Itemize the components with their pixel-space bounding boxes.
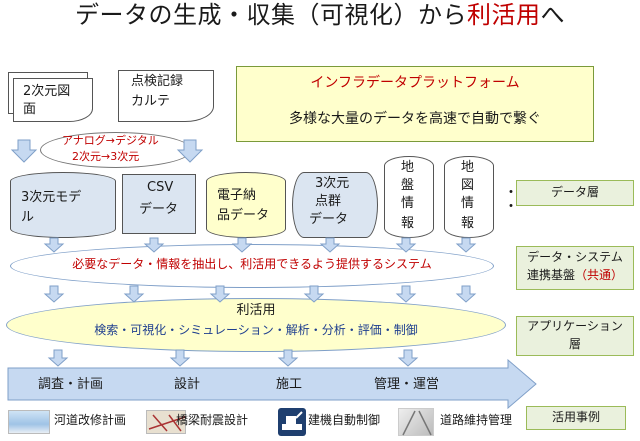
- inspection-label-1: 点検記録: [131, 74, 184, 89]
- case-road-label: 道路維持管理: [440, 413, 513, 427]
- platform-description: 多様な大量のデータを高速で自動で繋ぐ: [289, 111, 541, 127]
- phase-timeline-arrow: [7, 358, 537, 410]
- e-delivery-label-2: 品データ: [217, 208, 270, 223]
- system-layer-text-1: データ・システム: [527, 250, 623, 264]
- application-layer-text-2: 層: [568, 337, 581, 351]
- system-bar-label: 必要なデータ・情報を抽出し、利活用できるよう提供するシステム: [72, 257, 432, 271]
- point-cloud-label-1: 3次元: [315, 176, 350, 191]
- case-bridge-label: 橋梁耐震設計: [176, 413, 249, 427]
- drawing-document: 2次元図 面: [13, 78, 93, 122]
- system-layer-base: 連携基盤: [526, 268, 575, 282]
- map-label-4: 報: [461, 216, 475, 231]
- ground-label-1: 地: [401, 160, 415, 175]
- csv-label-2: データ: [139, 202, 179, 217]
- case-river-label: 河道改修計画: [54, 413, 127, 427]
- system-bar: [10, 244, 494, 288]
- 3d-model-label-1: 3次元モデ: [21, 190, 82, 205]
- map-label-1: 地: [461, 160, 475, 175]
- phase-design: 設計: [174, 377, 201, 392]
- csv-label-1: CSV: [147, 180, 174, 195]
- point-cloud-data: 3次元 点群 データ: [292, 172, 378, 238]
- drawing-label-1: 2次元図: [23, 84, 71, 99]
- point-cloud-label-2: 点群: [315, 194, 342, 209]
- page-title: データの生成・収集（可視化）から利活用へ: [0, 1, 640, 30]
- bridge-icon: [148, 414, 186, 432]
- ground-label-4: 報: [401, 216, 415, 231]
- ground-label-3: 情: [401, 196, 415, 211]
- map-label-3: 情: [461, 196, 475, 211]
- conversion-line-2: 2次元→3次元: [72, 150, 140, 163]
- title-prefix: データの生成・収集（可視化）から: [75, 1, 467, 29]
- application-layer-text-1: アプリケーション: [527, 319, 623, 333]
- inspection-document: 点検記録 カルテ: [118, 70, 214, 122]
- conversion-ellipse: [40, 132, 192, 168]
- inspection-label-2: カルテ: [131, 94, 171, 109]
- more-data-ellipsis: ・ ・: [504, 185, 518, 215]
- usage-ellipse: [6, 298, 506, 352]
- machine-case-image: [278, 408, 306, 436]
- excavator-icon: [282, 411, 303, 430]
- map-info-data: 地 図 情 報: [444, 156, 494, 238]
- conversion-line-1: アナログ→デジタル: [62, 134, 159, 147]
- usage-title: 利活用: [236, 303, 276, 318]
- phase-management: 管理・運営: [374, 377, 440, 392]
- 3d-model-data: 3次元モデ ル: [10, 172, 116, 238]
- drawing-label-2: 面: [23, 102, 37, 117]
- case-machine-label: 建機自動制御: [308, 413, 381, 427]
- application-layer-label: アプリケーション 層: [516, 316, 634, 356]
- system-layer-label: データ・システム 連携基盤（共通）: [516, 246, 634, 290]
- e-delivery-data: 電子納 品データ: [206, 172, 286, 238]
- river-case-image: [8, 410, 50, 434]
- point-cloud-label-3: データ: [309, 212, 349, 227]
- map-label-2: 図: [461, 178, 475, 193]
- cases-layer-label: 活用事例: [526, 406, 626, 430]
- csv-data: CSV データ: [122, 174, 196, 234]
- usage-items: 検索・可視化・シミュレーション・解析・分析・評価・制御: [94, 323, 418, 337]
- title-highlight: 利活用: [467, 1, 541, 29]
- 3d-model-label-2: ル: [21, 210, 35, 225]
- system-layer-text-2: 連携基盤（共通）: [517, 268, 633, 283]
- bridge-case-image: [146, 410, 186, 434]
- platform-name: インフラデータプラットフォーム: [310, 75, 520, 91]
- phase-construction: 施工: [276, 377, 303, 392]
- phase-survey-planning: 調査・計画: [38, 377, 104, 392]
- data-layer-text: データ層: [550, 185, 599, 199]
- road-icon: [402, 410, 432, 436]
- cases-layer-text: 活用事例: [551, 410, 600, 424]
- system-layer-common: （共通）: [575, 268, 624, 282]
- platform-box: インフラデータプラットフォーム 多様な大量のデータを高速で自動で繋ぐ: [236, 66, 594, 142]
- title-suffix: へ: [540, 1, 565, 29]
- road-case-image: [398, 408, 434, 436]
- ground-label-2: 盤: [401, 178, 415, 193]
- e-delivery-label-1: 電子納: [217, 188, 257, 203]
- data-layer-label: データ層: [516, 180, 634, 206]
